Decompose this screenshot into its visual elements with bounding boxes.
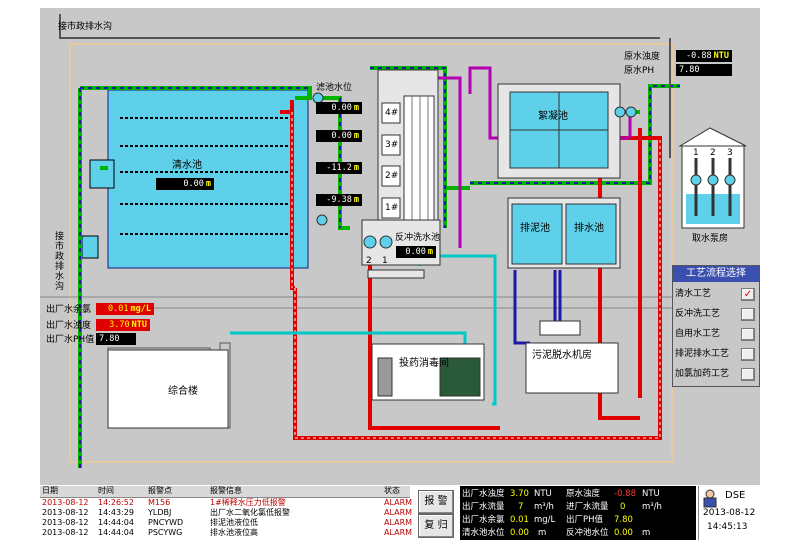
raw-ph-value: 7.80: [676, 64, 732, 76]
col-time: 时间: [98, 486, 114, 495]
dosing-room: [371, 343, 485, 401]
process-item-sludge-drain[interactable]: 排泥排水工艺: [675, 346, 757, 363]
checkbox-icon[interactable]: ✓: [741, 288, 755, 301]
outlet-turbidity-label: 出厂水浊度: [46, 321, 92, 331]
filter-unit-3: 3#: [385, 140, 399, 150]
office-building: [107, 349, 229, 429]
checkbox-icon[interactable]: [741, 368, 755, 381]
process-item-backwash[interactable]: 反冲洗工艺: [675, 306, 757, 323]
operator-icon: [703, 489, 717, 508]
clock-date: 2013-08-12: [703, 508, 756, 518]
municipal-drain-side-label: 接 市 政 排 水 沟: [55, 232, 65, 292]
sludge-room: [525, 342, 619, 394]
process-item-self-use[interactable]: 自用水工艺: [675, 326, 757, 343]
plant-boundary: [69, 43, 673, 463]
col-point: 报警点: [148, 486, 172, 495]
outlet-chlorine-label: 出厂水余氯: [46, 305, 92, 315]
filter-level-label: 滤池水位: [316, 83, 353, 93]
process-item-chlorine-dosing[interactable]: 加氯加药工艺: [675, 366, 757, 383]
raw-turbidity-label: 原水浊度: [624, 52, 661, 62]
reset-button[interactable]: 复 归: [418, 514, 454, 538]
intake-pump-house: [678, 127, 747, 229]
filter-unit-4: 4#: [385, 108, 399, 118]
clock-panel: DSE 2013-08-12 14:45:13: [698, 486, 761, 540]
user-name: DSE: [725, 490, 746, 501]
sludge-dewatering-label: 污泥脱水机房: [532, 350, 592, 361]
process-item-clear-water[interactable]: 清水工艺✓: [675, 286, 757, 303]
checkbox-icon[interactable]: [741, 308, 755, 321]
sludge-drain-pools: [507, 197, 621, 269]
intake-pump-2: 2: [710, 148, 716, 158]
col-status: 状态: [384, 486, 400, 495]
alarm-table-header: 日期 时间 报警点 报警信息 状态: [40, 486, 410, 498]
dosing-room-label: 投药消毒间: [399, 358, 449, 369]
sludge-tank: [539, 320, 581, 336]
clock-time: 14:45:13: [707, 522, 748, 532]
filter-block: [377, 69, 439, 229]
pipe-drain: [59, 14, 660, 39]
municipal-drain-label: 接市政排水沟: [58, 22, 113, 32]
office-building-label: 综合楼: [168, 386, 198, 397]
flocculation-pool-label: 絮凝池: [538, 111, 568, 122]
drain-pool-label: 排水池: [574, 223, 604, 234]
flocculation-pool: [497, 83, 621, 179]
filter-unit-1: 1#: [385, 203, 399, 213]
pipe-red-dash: [291, 112, 661, 439]
process-selection-panel: 工艺流程选择 清水工艺✓ 反冲洗工艺 自用水工艺 排泥排水工艺 加氯加药工艺: [672, 265, 760, 387]
intake-pump-1: 1: [693, 148, 699, 158]
sludge-pool-label: 排泥池: [520, 223, 550, 234]
raw-ph-label: 原水PH: [624, 66, 655, 76]
outlet-ph-label: 出厂水PH值: [46, 335, 95, 345]
backwash-pump-1: 1: [382, 256, 388, 266]
alarm-button[interactable]: 报 警: [418, 490, 454, 514]
col-date: 日期: [42, 486, 58, 495]
backwash-sump: [367, 269, 425, 279]
outlet-ph-value: 7.80: [96, 333, 136, 345]
backwash-pool-label: 反冲洗水池: [395, 233, 441, 243]
checkbox-icon[interactable]: [741, 348, 755, 361]
intake-pump-3: 3: [727, 148, 733, 158]
process-graphics: [40, 14, 760, 468]
checkbox-icon[interactable]: [741, 328, 755, 341]
backwash-pump-2: 2: [366, 256, 372, 266]
col-message: 报警信息: [210, 486, 242, 495]
status-panel: 出厂水浊度 3.70 NTU 原水浊度 -0.88 NTU 出厂水流量 7 m³…: [460, 486, 696, 540]
clear-pool-pumps: [81, 159, 115, 259]
filter-unit-2: 2#: [385, 171, 399, 181]
intake-pump-house-label: 取水泵房: [692, 234, 729, 244]
process-panel-title: 工艺流程选择: [673, 266, 759, 282]
process-diagram: 接市政排水沟 接 市 政 排 水 沟 滤池水位 清水池 絮凝池 反冲洗水池 排泥…: [40, 8, 760, 485]
pump-icons: [312, 92, 637, 249]
clear-pool-label: 清水池: [172, 160, 202, 171]
